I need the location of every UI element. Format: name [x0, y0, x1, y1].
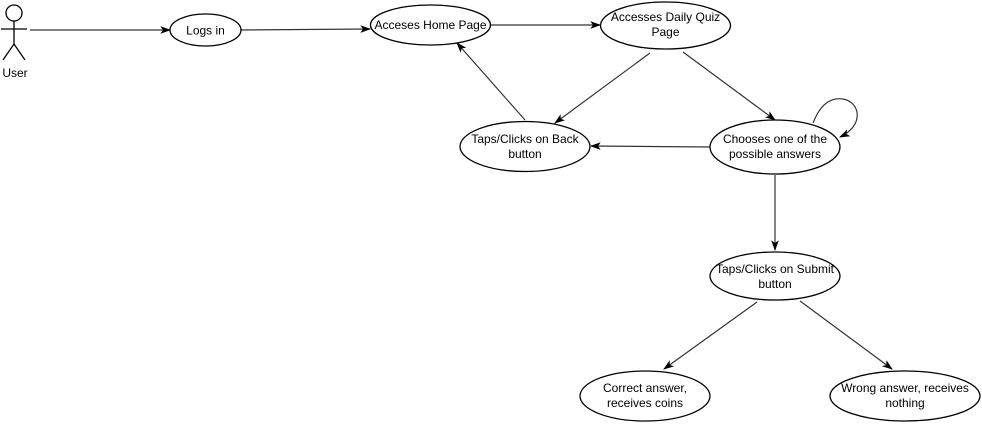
use-case-submit-button[interactable]: Taps/Clicks on Submit button — [709, 251, 841, 301]
actor-right-leg — [13, 43, 26, 61]
use-case-label-line-1: Accesses Daily Quiz — [611, 10, 720, 24]
use-case-label: Logs in — [186, 24, 225, 38]
user-actor: User — [1, 4, 28, 80]
edge-choose-to-back — [589, 142, 711, 150]
use-case-label-line-1: Taps/Clicks on Submit — [716, 262, 835, 276]
use-case-shape — [829, 370, 981, 422]
edges — [30, 21, 893, 370]
use-case-label-line-2: Page — [651, 25, 679, 39]
use-case-label-line-2: nothing — [885, 396, 924, 410]
edge-choose-self-loop — [812, 98, 858, 138]
use-case-label-line-2: receives coins — [607, 396, 683, 410]
actor-head — [5, 4, 23, 22]
use-case-shape — [709, 119, 841, 175]
use-case-label-line-2: button — [758, 277, 791, 291]
use-case-shape — [579, 370, 711, 422]
edge-back-to-home — [456, 42, 526, 121]
use-case-shape — [599, 1, 732, 50]
use-case-correct-answer[interactable]: Correct answer, receives coins — [579, 370, 711, 422]
edge-submit-to-wrong — [799, 300, 893, 370]
use-case-home-page[interactable]: Acceses Home Page — [369, 4, 492, 46]
use-case-shape — [369, 4, 492, 46]
use-case-label-line-1: Wrong answer, receives — [841, 381, 969, 395]
use-case-label-line-2: button — [508, 147, 541, 161]
use-case-daily-quiz-page[interactable]: Accesses Daily Quiz Page — [599, 1, 732, 50]
use-case-label-line-1: Correct answer, — [603, 381, 687, 395]
use-case-logs-in[interactable]: Logs in — [169, 13, 242, 47]
edge-daily-quiz-to-choose — [682, 51, 776, 121]
use-case-back-button[interactable]: Taps/Clicks on Back button — [459, 120, 591, 173]
use-case-label-line-1: Taps/Clicks on Back — [471, 132, 579, 146]
use-case-wrong-answer[interactable]: Wrong answer, receives nothing — [829, 370, 981, 422]
use-case-label-line-1: Chooses one of the — [723, 132, 827, 146]
actor-left-leg — [2, 43, 15, 61]
use-case-shape — [459, 120, 591, 173]
edge-daily-quiz-to-back — [554, 52, 651, 124]
use-case-shape — [169, 13, 242, 47]
use-case-choose-answer[interactable]: Chooses one of the possible answers — [709, 119, 841, 175]
actor-label: User — [2, 66, 27, 80]
edge-submit-to-correct — [663, 301, 758, 370]
use-case-label-line-2: possible answers — [729, 147, 821, 161]
use-case-shape — [709, 251, 841, 301]
use-case-label: Acceses Home Page — [374, 18, 486, 32]
edge-login-to-home — [240, 25, 372, 33]
